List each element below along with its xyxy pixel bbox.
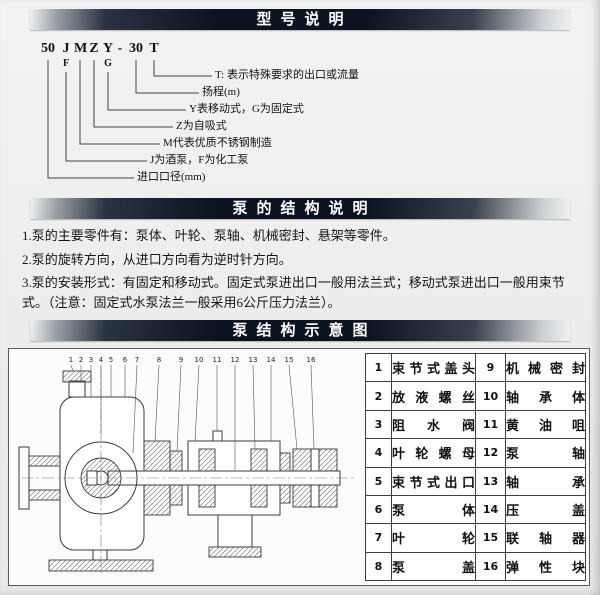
code-char-jf: J F <box>60 40 72 70</box>
section-header-structure: 泵的结构说明 <box>30 198 570 219</box>
code-char-t: T <box>149 41 159 56</box>
callout-1: 1 <box>69 356 73 364</box>
part-number-cell: 5 <box>365 466 392 496</box>
part-name-cell: 轴承体 <box>505 381 586 411</box>
part-number-cell: 6 <box>365 494 392 525</box>
table-row: 3 阻水阀 11 黄油咀 <box>365 409 586 440</box>
note-2: 2.泵的旋转方向，从进口方向看为逆时针方向。 <box>22 251 292 267</box>
part-name-cell: 轴承 <box>505 466 586 496</box>
part-name-cell: 黄油咀 <box>505 409 586 440</box>
code-label-jf: J为酒泵，F为化工泵 <box>150 154 249 166</box>
part-number-cell: 11 <box>475 409 506 440</box>
callout-12: 12 <box>231 356 240 364</box>
part-name-cell: 放液螺丝 <box>391 381 476 411</box>
part-number-cell: 1 <box>365 352 392 383</box>
section-header-diagram: 泵结构示意图 <box>30 320 570 341</box>
part-number-cell: 12 <box>475 438 506 468</box>
note-1: 1.泵的主要零件有：泵体、叶轮、泵轴、机械密封、悬架等零件。 <box>22 228 396 243</box>
code-char-50: 50 <box>41 41 55 56</box>
part-name-cell: 机械密封 <box>505 352 586 383</box>
section-header-structure-label: 泵的结构说明 <box>232 200 377 217</box>
code-char-30: 30 <box>129 41 143 56</box>
code-char-g: G <box>104 58 112 69</box>
code-char-j: J <box>62 41 70 56</box>
callout-11: 11 <box>213 356 222 364</box>
code-char-y: Y <box>102 41 114 56</box>
pump-drawing: 1 2 3 4 5 6 7 8 9 10 11 12 13 14 15 16 <box>18 356 357 573</box>
callout-9: 9 <box>179 356 183 364</box>
code-char-f: F <box>62 58 70 69</box>
callout-5: 5 <box>109 356 113 364</box>
part-number-cell: 10 <box>475 381 506 411</box>
part-name-cell: 弹性块 <box>505 551 586 582</box>
table-row: 5 束节式出口 13 轴承 <box>365 466 586 496</box>
part-name-cell: 叶轮螺母 <box>391 438 476 468</box>
part-name-cell: 泵轴 <box>505 438 586 468</box>
table-row: 4 叶轮螺母 12 泵轴 <box>365 438 586 468</box>
code-label-head: 扬程(m) <box>202 86 240 98</box>
callout-6: 6 <box>123 356 128 364</box>
section-header-model-label: 型号说明 <box>256 11 353 28</box>
table-row: 1 束节式盖头 9 机械密封 <box>365 352 586 383</box>
code-label-t: T: 表示特殊要求的出口或流量 <box>215 69 359 81</box>
parts-table-wrap: 1 束节式盖头 9 机械密封 2 放液螺丝 10 轴承体 3 阻水阀 1 <box>365 352 586 582</box>
code-label-inlet: 进口口径(mm) <box>137 171 206 183</box>
structure-notes: 1.泵的主要零件有：泵体、叶轮、泵轴、机械密封、悬架等零件。 2.泵的旋转方向，… <box>22 226 580 316</box>
table-row: 2 放液螺丝 10 轴承体 <box>365 381 586 411</box>
callout-14: 14 <box>267 356 276 364</box>
part-name-cell: 泵体 <box>391 494 476 525</box>
parts-table: 1 束节式盖头 9 机械密封 2 放液螺丝 10 轴承体 3 阻水阀 1 <box>365 352 586 582</box>
part-name-cell: 束节式出口 <box>391 466 476 496</box>
part-name-cell: 泵盖 <box>391 551 476 582</box>
part-number-cell: 14 <box>475 494 506 525</box>
part-number-cell: 7 <box>365 523 392 553</box>
callout-10: 10 <box>195 356 204 364</box>
code-label-yg: Y表移动式，G为固定式 <box>189 103 304 115</box>
part-number-cell: 9 <box>475 352 506 383</box>
part-name-cell: 束节式盖头 <box>391 352 476 383</box>
part-name-cell: 压盖 <box>505 494 586 525</box>
code-char-m: M <box>74 41 88 56</box>
table-row: 8 泵盖 16 弹性块 <box>365 551 586 582</box>
table-row: 7 叶轮 15 联轴器 <box>365 523 586 553</box>
model-code-section: 50 J F M Z Y G - 30 T T: 表示特殊要求的出口或流量 <box>0 40 600 192</box>
callout-4: 4 <box>99 356 104 364</box>
code-label-m: M代表优质不锈钢制造 <box>163 137 272 149</box>
code-char-dash: - <box>117 41 123 56</box>
code-label-z: Z为自吸式 <box>176 120 227 132</box>
callout-3: 3 <box>89 356 93 364</box>
callout-16: 16 <box>307 356 316 364</box>
model-code: 50 J F M Z Y G - 30 T <box>38 40 160 70</box>
part-number-cell: 8 <box>365 551 392 582</box>
part-name-cell: 阻水阀 <box>391 409 476 440</box>
code-char-yg: Y G <box>102 40 114 70</box>
section-header-model: 型号说明 <box>30 9 570 30</box>
callout-8: 8 <box>157 356 161 364</box>
callout-2: 2 <box>79 356 83 364</box>
callout-15: 15 <box>285 356 294 364</box>
part-number-cell: 15 <box>475 523 506 553</box>
note-3: 3.泵的安装形式：有固定和移动式。固定式泵进出口一般用法兰式；移动式泵进出口一般… <box>22 275 565 310</box>
table-row: 6 泵体 14 压盖 <box>365 494 586 525</box>
code-char-z: Z <box>89 41 99 56</box>
part-number-cell: 13 <box>475 466 506 496</box>
callout-13: 13 <box>249 356 258 364</box>
part-number-cell: 4 <box>365 438 392 468</box>
part-name-cell: 联轴器 <box>505 523 586 553</box>
part-number-cell: 16 <box>475 551 506 582</box>
callout-7: 7 <box>135 356 139 364</box>
part-number-cell: 3 <box>365 409 392 440</box>
diagram-panel: 1 2 3 4 5 6 7 8 9 10 11 12 13 14 15 16 1 <box>8 348 590 586</box>
part-name-cell: 叶轮 <box>391 523 476 553</box>
part-number-cell: 2 <box>365 381 392 411</box>
section-header-diagram-label: 泵结构示意图 <box>232 322 377 339</box>
